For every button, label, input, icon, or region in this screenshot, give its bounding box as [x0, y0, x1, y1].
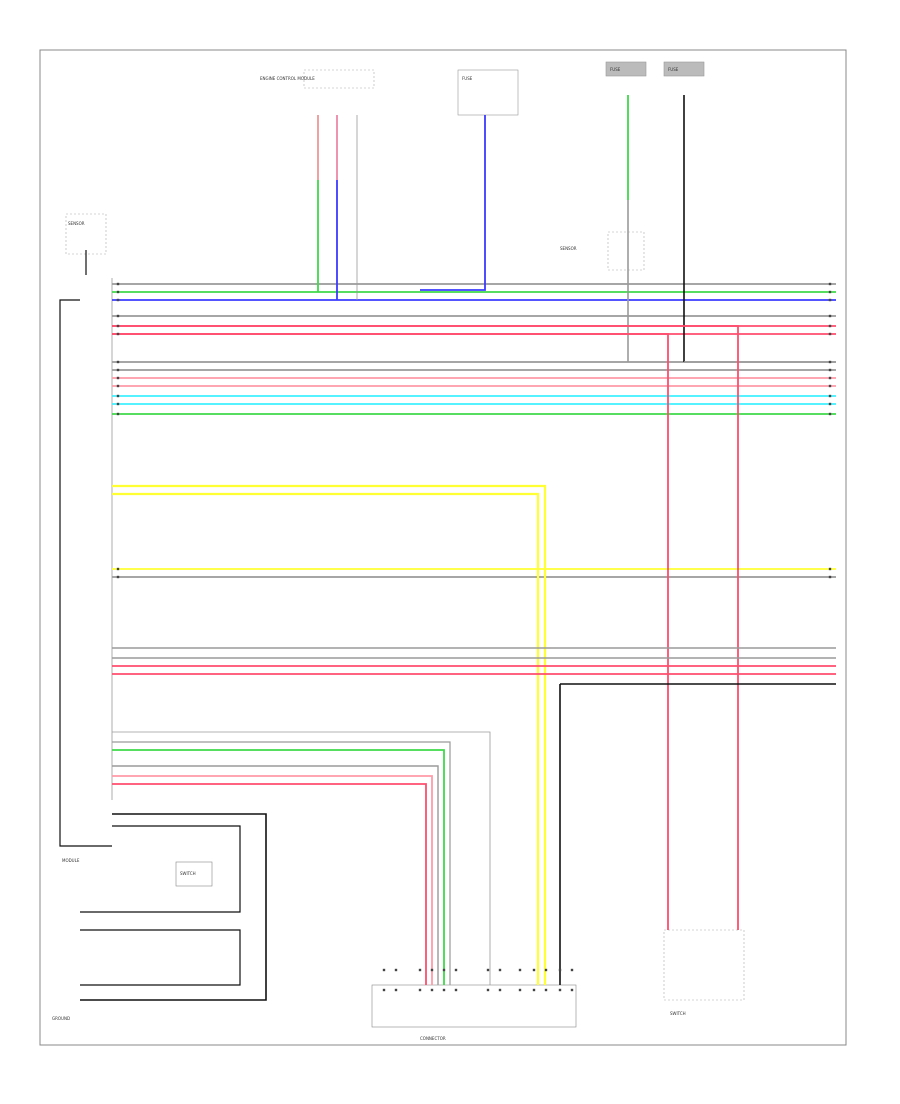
wire-45	[80, 929, 241, 986]
connector-pin	[454, 968, 458, 972]
connector-pin	[532, 988, 536, 992]
left-small-component: SWITCH	[175, 861, 213, 887]
bottom-center-connector: CONNECTOR	[371, 984, 577, 1041]
connector-pin	[442, 968, 446, 972]
wire-27	[112, 333, 669, 930]
connector-pin	[116, 324, 120, 328]
connector-pin	[116, 394, 120, 398]
wire-39	[112, 775, 433, 985]
wire-36	[112, 741, 451, 985]
connector-pin	[116, 402, 120, 406]
top-right-fuse-1-label: FUSE	[610, 67, 621, 72]
left-small-label: SWITCH	[180, 871, 196, 876]
top-right-fuse-1: FUSE	[605, 61, 647, 77]
top-right-fuse-2-label: FUSE	[668, 67, 679, 72]
connector-pin	[116, 282, 120, 286]
connector-pin	[828, 412, 832, 416]
connector-pin	[382, 988, 386, 992]
main-module-label-group: MODULE	[62, 858, 80, 863]
connector-pin	[828, 368, 832, 372]
wire-44	[59, 299, 112, 847]
connector-pin	[486, 988, 490, 992]
connector-pin	[828, 324, 832, 328]
main-module-label: MODULE	[62, 858, 80, 863]
connector-pin	[116, 332, 120, 336]
wire-21	[420, 115, 486, 291]
wire-40	[112, 783, 427, 985]
connector-pin	[828, 298, 832, 302]
wire-43	[80, 825, 241, 913]
connector-pin	[116, 376, 120, 380]
connector-pin	[430, 968, 434, 972]
connector-pin	[518, 988, 522, 992]
connector-pin	[116, 575, 120, 579]
wire-29	[112, 492, 540, 985]
connector-pin	[828, 376, 832, 380]
diagram-border	[39, 49, 847, 1046]
ecm-top-label: ENGINE CONTROL MODULE	[260, 76, 315, 81]
connector-pin	[828, 402, 832, 406]
connector-pin	[116, 314, 120, 318]
connector-pin	[828, 282, 832, 286]
junction-fuse-component: FUSE	[457, 69, 519, 116]
connector-pin	[418, 968, 422, 972]
ecm-top-component: ENGINE CONTROL MODULE	[260, 69, 375, 89]
connector-pin	[486, 968, 490, 972]
connector-pin	[116, 412, 120, 416]
top-right-fuse-2: FUSE	[663, 61, 705, 77]
connector-pin	[544, 968, 548, 972]
connector-pin	[518, 968, 522, 972]
connector-pin	[394, 968, 398, 972]
connector-pin	[116, 298, 120, 302]
left-bottom-label: GROUND	[52, 1016, 70, 1021]
wire-37	[112, 749, 445, 985]
connector-pin	[828, 384, 832, 388]
connector-pin	[382, 968, 386, 972]
connector-pin	[558, 988, 562, 992]
bottom-right-label: SWITCH	[670, 1011, 686, 1016]
connector-pin	[394, 988, 398, 992]
connector-pin	[570, 968, 574, 972]
wires-group	[59, 95, 836, 1001]
sensor-right-label: SENSOR	[560, 246, 577, 251]
connector-pin	[116, 368, 120, 372]
connector-pin	[828, 360, 832, 364]
connector-pin	[828, 314, 832, 318]
connector-pin	[116, 360, 120, 364]
left-bottom-label-group: GROUND	[52, 1016, 70, 1021]
connector-pin	[418, 988, 422, 992]
wire-38	[112, 765, 439, 985]
connector-pin	[442, 988, 446, 992]
sensor-right-component: SENSOR	[560, 231, 645, 271]
connector-pin	[116, 290, 120, 294]
connector-pin	[454, 988, 458, 992]
pins-group	[116, 282, 832, 992]
wire-41	[112, 731, 491, 985]
connector-pin	[498, 988, 502, 992]
wire-42	[80, 813, 267, 1001]
connector-pin	[828, 290, 832, 294]
junction-fuse-label: FUSE	[462, 76, 473, 81]
wire-26	[112, 325, 739, 930]
connector-pin	[828, 394, 832, 398]
sensor-left-label: SENSOR	[68, 221, 85, 226]
connector-pin	[532, 968, 536, 972]
connector-pin	[828, 332, 832, 336]
connector-pin	[828, 567, 832, 571]
connector-pin	[558, 968, 562, 972]
connector-pin	[828, 575, 832, 579]
bottom-center-label: CONNECTOR	[420, 1036, 446, 1041]
connector-pin	[544, 988, 548, 992]
bottom-right-component: SWITCH	[663, 929, 745, 1016]
wire-28	[112, 484, 547, 985]
sensor-left-component: SENSOR	[65, 213, 107, 255]
connector-pin	[570, 988, 574, 992]
connector-pin	[116, 384, 120, 388]
connector-pin	[430, 988, 434, 992]
connector-pin	[116, 567, 120, 571]
connector-pin	[498, 968, 502, 972]
